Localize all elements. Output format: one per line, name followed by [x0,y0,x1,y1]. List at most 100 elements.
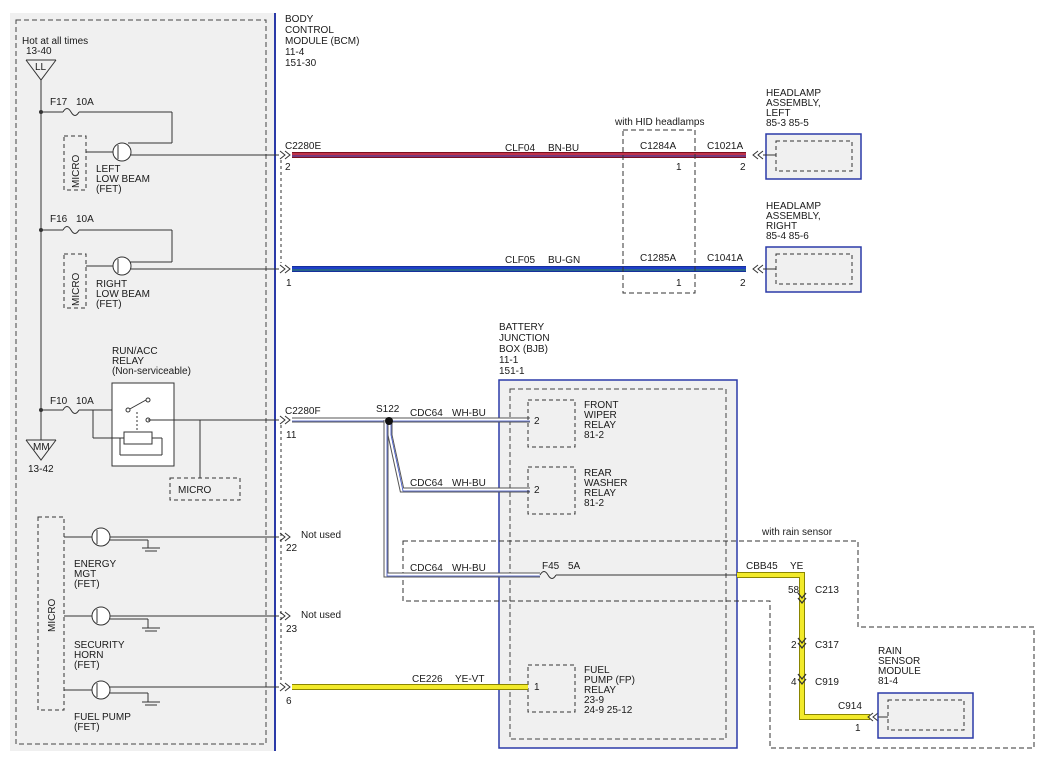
micro-label-left-low-beam: MICRO [71,154,82,188]
fet-left-low-beam [86,142,279,162]
front-wiper-relay-pin: 2 [534,416,540,427]
connector-c2280e-label: C2280E [285,141,321,152]
headlamp-right-label: HEADLAMP ASSEMBLY, RIGHT 85-4 85-6 [766,201,824,242]
mm-ref-label: 13-42 [28,464,54,475]
connector-c1021a-pin: 2 [740,162,746,173]
micro-label-relay: MICRO [178,485,212,496]
fuse-f10-rating: 10A [76,396,94,407]
headlamp-assembly-left [763,133,862,180]
fuse-f45-label: F45 [542,561,560,572]
micro-box-right-low-beam [63,253,87,309]
fet-energy-mgt [64,527,279,552]
rear-washer-relay-pin: 2 [534,485,540,496]
wire-cdc64-a-circuit: CDC64 [410,408,443,419]
connector-c1284a-pin: 1 [676,162,682,173]
wire-cdc64-b-circuit: CDC64 [410,478,443,489]
front-wiper-relay-label: FRONT WIPER RELAY 81-2 [584,400,621,441]
connector-c914-pin: 1 [855,723,861,734]
connector-c914-label: C914 [838,701,862,712]
connector-c1021a-label: C1021A [707,141,743,152]
hot-at-all-times-label: Hot at all times [22,36,88,47]
wire-cdc64-a-color: WH-BU [452,408,486,419]
fuse-f45-rating: 5A [568,561,581,572]
connector-c317-pin: 2 [791,640,797,651]
connector-c919-label: C919 [815,677,839,688]
fuse-f10-label: F10 [50,396,68,407]
bcm-module-body [10,13,275,751]
bjb-module [498,379,738,749]
fuse-f17-label: F17 [50,97,68,108]
connector-c213-pin: 58 [788,585,800,596]
wire-cdc64-b-color: WH-BU [452,478,486,489]
run-acc-relay [92,382,200,467]
splice-s122 [385,417,393,425]
output-right-low-beam-label: RIGHT LOW BEAM (FET) [96,279,153,310]
wire-cdc64 [292,417,540,578]
wire-clf05-color: BU-GN [548,255,580,266]
not-used-label-22: Not used [301,530,341,541]
rain-sensor-label: RAIN SENSOR MODULE 81-4 [878,646,924,687]
splice-s122-label: S122 [376,404,400,415]
rear-washer-relay-label: REAR WASHER RELAY 81-2 [584,468,630,509]
inline-connector-arrows [797,592,807,686]
connector-c317-label: C317 [815,640,839,651]
hot-ref-label: 13-40 [26,46,52,57]
bcm-title: BODY CONTROL MODULE (BCM) 11-4 151-30 [285,14,362,69]
rain-sensor-connector-arrows [867,712,879,722]
wire-clf05-circuit: CLF05 [505,255,535,266]
ll-label: LL [35,62,47,73]
connector-pin-22: 22 [286,543,298,554]
micro-label-right-low-beam: MICRO [71,272,82,306]
fuse-f17-rating: 10A [76,97,94,108]
connector-c2280f-pin-11: 11 [286,430,297,441]
connector-c1285a-pin: 1 [676,278,682,289]
fuse-f16: F16 10A [39,214,173,263]
fet-right-low-beam [86,256,279,276]
run-acc-relay-label: RUN/ACC RELAY (Non-serviceable) [112,346,191,377]
hid-note: with HID headlamps [614,117,704,128]
fuse-f16-label: F16 [50,214,68,225]
rain-sensor-region [402,540,1035,749]
fuel-pump-relay-label: FUEL PUMP (FP) RELAY 23-9 24-9 25-12 [584,665,638,716]
wire-cbb45-circuit: CBB45 [746,561,778,572]
connector-c2280e-pin-2: 2 [285,162,291,173]
wire-ce226-circuit: CE226 [412,674,443,685]
output-security-horn-label: SECURITY HORN (FET) [74,640,127,671]
not-used-label-23: Not used [301,610,341,621]
micro-box-lower [37,516,65,711]
fet-fuel-pump [64,680,279,706]
connector-c2280e-pin-1: 1 [286,278,292,289]
fet-security-horn [64,606,279,632]
hid-headlamps-region [622,129,696,294]
connector-pin-23: 23 [286,624,298,635]
mm-label: MM [33,442,50,453]
micro-box-relay [169,477,241,501]
fuse-f45 [539,571,740,579]
output-fuel-pump-label: FUEL PUMP (FET) [74,712,133,733]
wire-clf04-circuit: CLF04 [505,143,535,154]
micro-label-lower: MICRO [47,598,58,632]
connector-c1041a-label: C1041A [707,253,743,264]
connector-c2280f-label: C2280F [285,406,321,417]
fuse-f17: F17 10A [39,97,173,144]
wire-clf05 [292,266,746,272]
wire-cbb45-color: YE [790,561,804,572]
bcm-module-inner-boundary [15,19,267,745]
output-energy-mgt-label: ENERGY MGT (FET) [74,559,119,590]
connector-c1284a-label: C1284A [640,141,676,152]
connector-c213-label: C213 [815,585,839,596]
headlamp-left-label: HEADLAMP ASSEMBLY, LEFT 85-3 85-5 [766,88,824,129]
connector-c1041a-pin: 2 [740,278,746,289]
rain-sensor-module [877,692,974,739]
headlamp-connector-arrows [752,150,764,274]
wire-ce226-color: YE-VT [455,674,484,685]
headlamp-assembly-right [763,246,862,293]
mm-ground-symbol: MM [25,439,57,461]
wire-clf04 [292,152,746,158]
wire-clf04-color: BN-BU [548,143,579,154]
bcm-module: BODY CONTROL MODULE (BCM) 11-4 151-30 [10,13,362,751]
rain-sensor-note: with rain sensor [761,527,833,538]
wire-cdc64-c-color: WH-BU [452,563,486,574]
output-left-low-beam-label: LEFT LOW BEAM (FET) [96,164,153,195]
rear-washer-relay-box [527,466,576,515]
